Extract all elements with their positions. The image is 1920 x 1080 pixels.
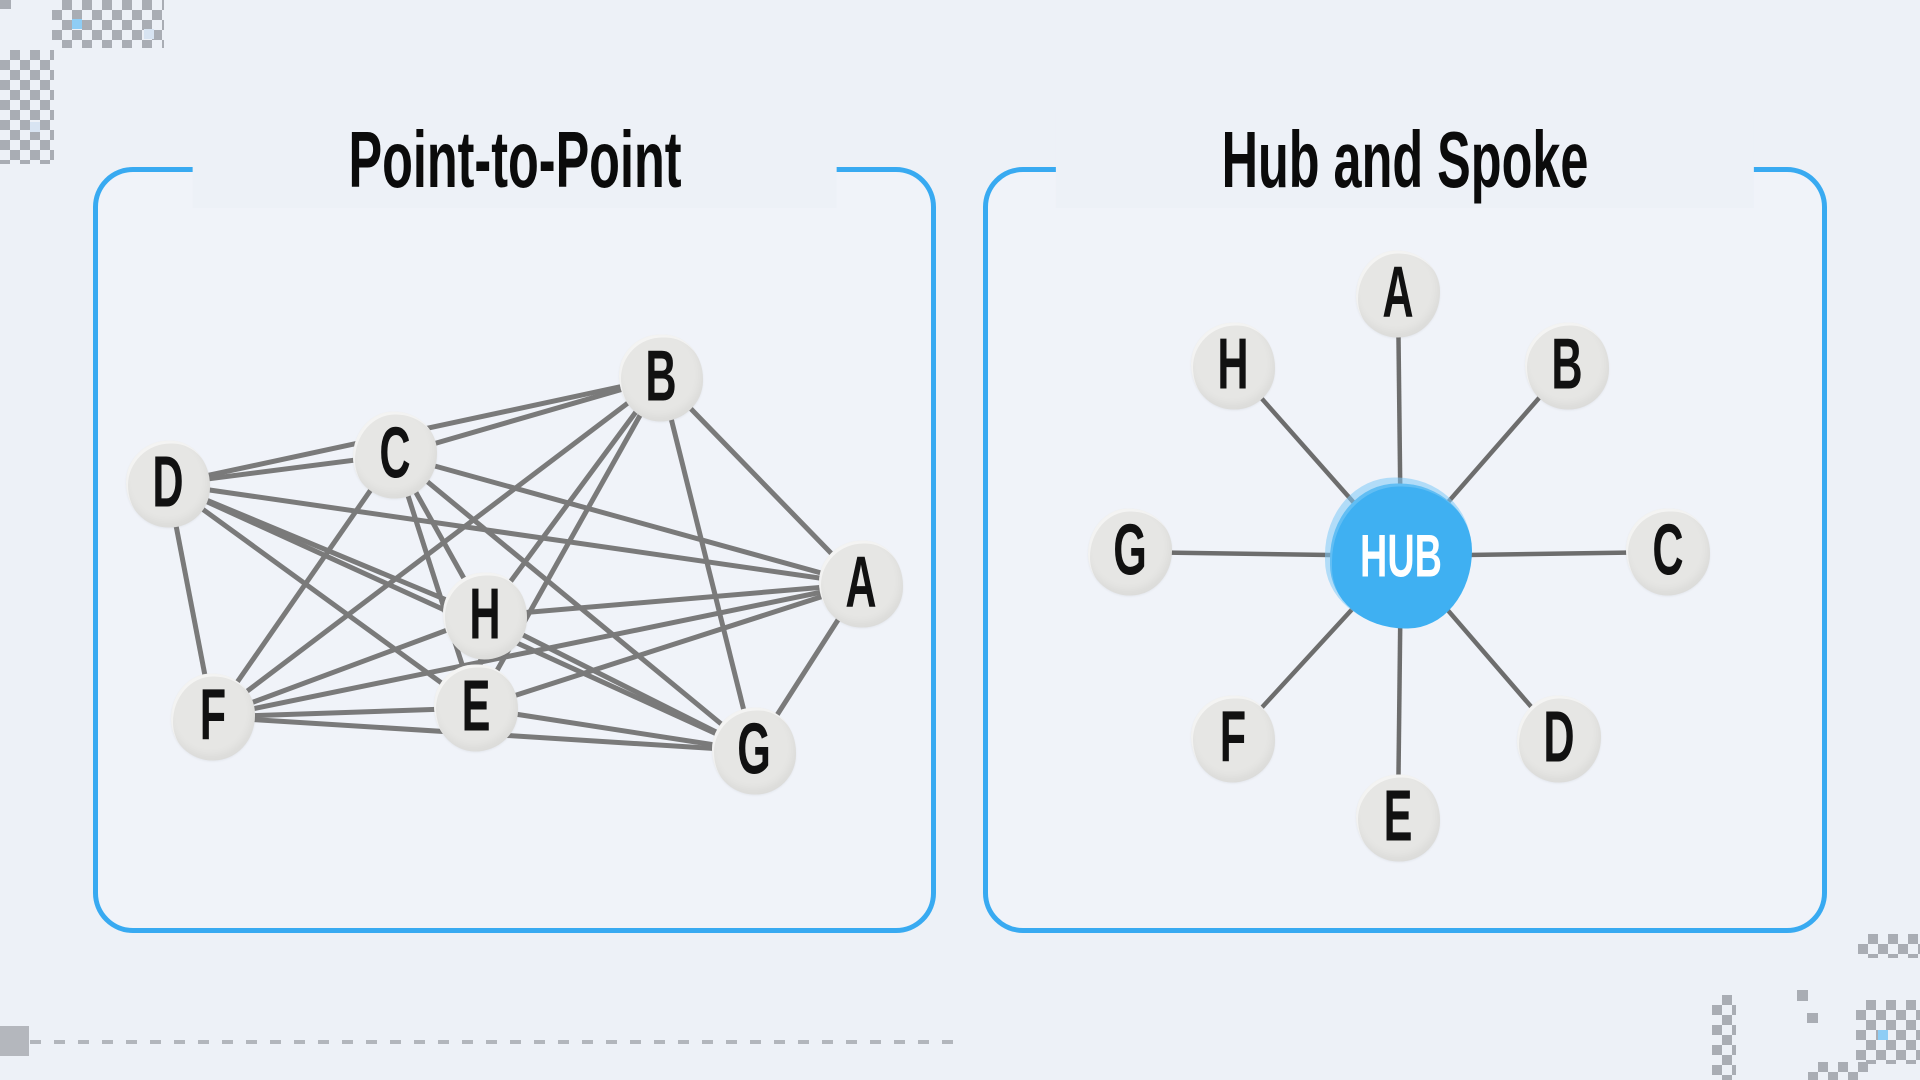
node-hub-a: A [1356,250,1440,338]
hub-node-label: HUB [1360,522,1442,589]
panel-title-point-to-point: Point-to-Point [192,112,837,208]
node-p2p-g-label: G [737,709,771,790]
pixel-blue-cell-bottom-right [1878,1030,1888,1040]
pixel-square-scatter-2 [1807,1013,1818,1023]
node-hub-g-label: G [1113,510,1147,591]
node-hub-f: F [1191,695,1275,783]
node-hub-c-label: C [1652,510,1684,591]
node-hub-a-label: A [1382,252,1414,333]
node-p2p-a-label: A [845,542,877,623]
pixel-checker-right-edge [1858,934,1920,958]
panel-title-hub-and-spoke: Hub and Spoke [1055,112,1755,208]
node-hub-e-label: E [1383,776,1413,857]
pixel-checker-left [0,50,54,164]
panel-title-text: Point-to-Point [347,115,682,204]
pixel-pale-cell-left [30,122,40,132]
node-hub-h: H [1191,322,1275,410]
node-hub-e: E [1356,774,1440,862]
node-p2p-g: G [712,707,796,795]
pixel-checker-bottom-row [1808,1062,1868,1080]
node-hub-b-label: B [1551,324,1583,405]
pixel-pale-cell-top [144,29,154,39]
pixel-checker-top [52,0,164,48]
pixel-block-bottom-left [0,1026,29,1056]
node-hub-d-label: D [1543,697,1575,778]
pixel-square-scatter-1 [1797,990,1808,1001]
node-hub-d: D [1517,695,1601,783]
node-p2p-d-label: D [152,442,184,523]
node-hub-b: B [1525,322,1609,410]
dashed-line-bottom [30,1040,964,1044]
node-p2p-f-label: F [199,675,227,756]
node-p2p-e: E [434,664,518,752]
pixel-square-top-left [0,0,11,9]
pixel-zigzag-column-bottom-right [1712,995,1736,1080]
node-p2p-e-label: E [461,666,491,747]
node-p2p-h: H [443,572,527,660]
node-hub-g: G [1088,508,1172,596]
node-p2p-f: F [171,673,255,761]
node-hub-f-label: F [1219,697,1247,778]
node-p2p-a: A [819,540,903,628]
panel-title-text: Hub and Spoke [1221,115,1589,204]
node-p2p-h-label: H [469,574,501,655]
node-p2p-d: D [126,440,210,528]
node-p2p-b-label: B [645,336,677,417]
pixel-blue-cell-top [72,19,82,29]
hub-node: HUB [1330,483,1472,629]
node-p2p-b: B [619,334,703,422]
node-hub-c: C [1626,508,1710,596]
pixel-checker-bottom-right [1856,1000,1920,1064]
node-hub-h-label: H [1217,324,1249,405]
node-p2p-c-label: C [379,413,411,494]
node-p2p-c: C [353,411,437,499]
